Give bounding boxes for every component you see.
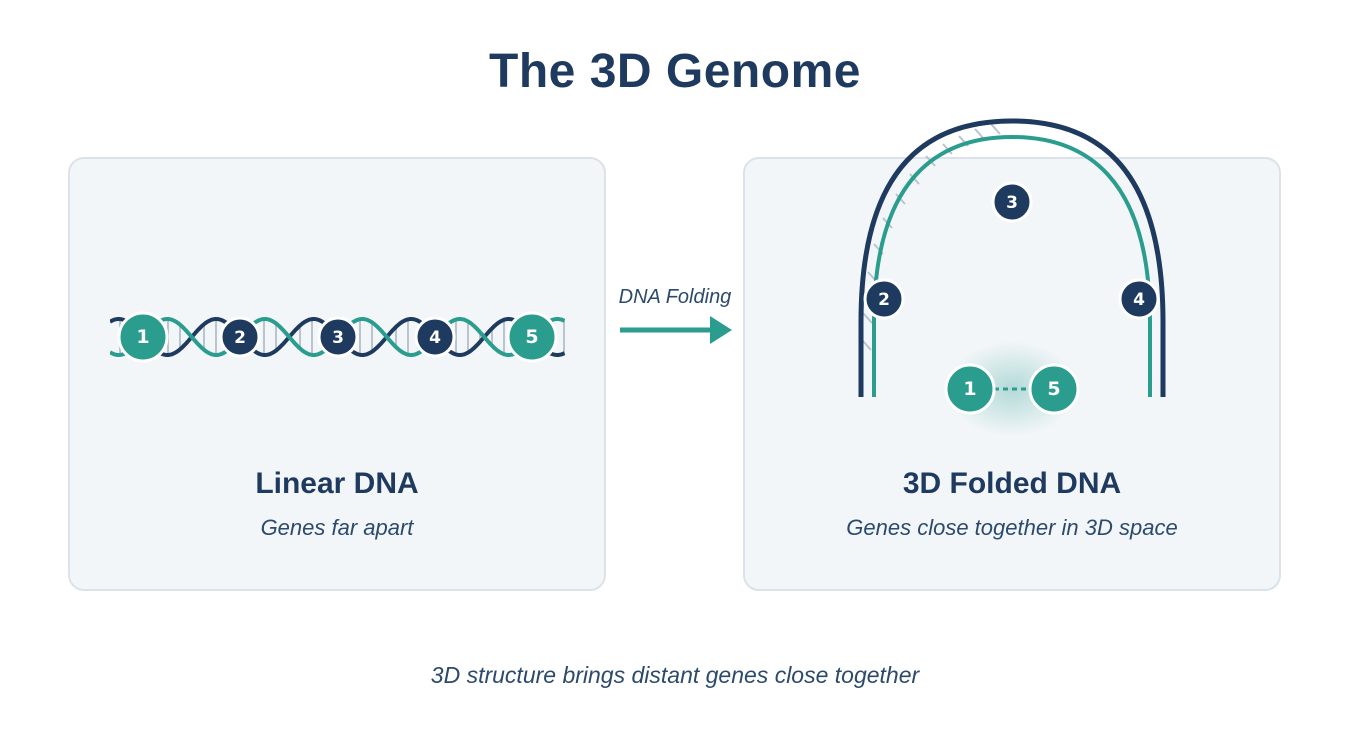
gene-circle (991, 181, 1033, 223)
folded-dna-title: 3D Folded DNA (902, 467, 1122, 500)
linear-dna-title: Linear DNA (255, 467, 419, 500)
gene-marker-2: 2 (863, 278, 905, 320)
arch-base-pair (974, 128, 985, 140)
folding-arrow-label: DNA Folding (618, 286, 732, 308)
gene-marker-5: 5 (1028, 363, 1080, 415)
linear-dna-subtitle: Genes far apart (260, 515, 414, 540)
linear-dna-panel: Linear DNA Genes far apart (68, 157, 606, 591)
gene-label: 4 (429, 328, 441, 348)
gene-marker-5: 5 (506, 311, 558, 363)
gene-marker-4: 4 (1118, 278, 1160, 320)
gene-label: 1 (963, 378, 976, 400)
arch-strand-teal (872, 134, 1152, 397)
gene-circle (506, 311, 558, 363)
gene-circle (863, 278, 905, 320)
gene-label: 5 (525, 326, 538, 348)
gene-circle (1028, 363, 1080, 415)
gene-marker-2: 2 (219, 316, 261, 358)
arch-base-pair (990, 123, 1001, 135)
gene-circle (944, 363, 996, 415)
gene-circle (317, 316, 359, 358)
gene-label: 2 (234, 328, 246, 348)
gene-label: 1 (136, 326, 149, 348)
folded-dna-arch (858, 118, 1166, 397)
arch-strand-navy (858, 118, 1166, 397)
gene-label: 2 (878, 290, 890, 310)
gene-circle (1118, 278, 1160, 320)
page-title: The 3D Genome (489, 45, 861, 98)
gene-marker-1: 1 (117, 311, 169, 363)
folding-arrow (620, 316, 732, 344)
gene-label: 3 (332, 328, 344, 348)
gene-circle (219, 316, 261, 358)
folded-dna-subtitle: Genes close together in 3D space (846, 515, 1178, 540)
gene-marker-3: 3 (317, 316, 359, 358)
gene-label: 5 (1047, 378, 1060, 400)
gene-marker-4: 4 (414, 316, 456, 358)
gene-circle (117, 311, 169, 363)
gene-circle (414, 316, 456, 358)
gene-label: 3 (1006, 193, 1018, 213)
gene-label: 4 (1133, 290, 1145, 310)
gene-marker-3: 3 (991, 181, 1033, 223)
arch-base-pair (862, 312, 873, 324)
footer-caption: 3D structure brings distant genes close … (430, 662, 920, 688)
gene-marker-1: 1 (944, 363, 996, 415)
